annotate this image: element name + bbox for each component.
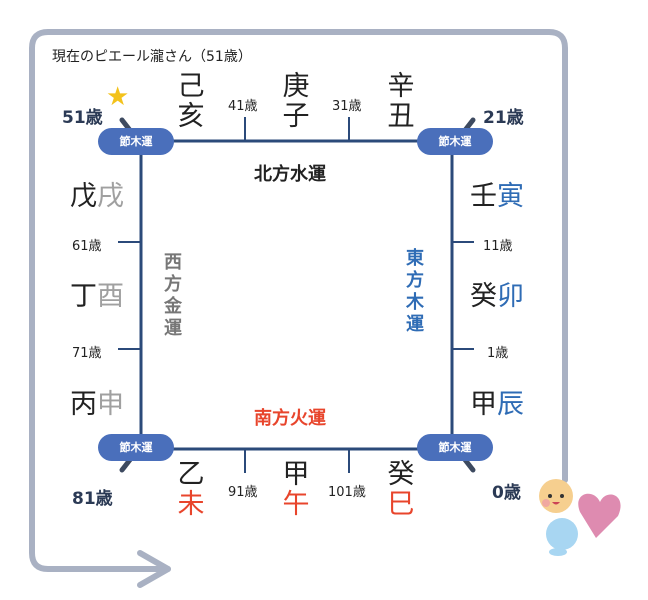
pillar-top-2: 庚子 xyxy=(282,71,310,132)
age-0: 0歳 xyxy=(492,483,521,503)
age-31: 31歳 xyxy=(332,99,362,114)
badge-bottom-right: 節木運 xyxy=(417,434,493,461)
pillar-right-1: 壬寅 xyxy=(470,181,524,212)
east-label: 東方木運 xyxy=(406,248,424,335)
age-91: 91歳 xyxy=(228,485,258,500)
star-icon: ★ xyxy=(106,82,130,112)
age-51: 51歳 xyxy=(62,108,103,128)
pillar-top-3: 辛丑 xyxy=(387,71,415,132)
baby-with-heart-icon xyxy=(539,479,621,556)
arrowhead-icon xyxy=(137,550,171,588)
badge-bottom-left: 節木運 xyxy=(98,434,174,461)
age-81: 81歳 xyxy=(72,489,113,509)
west-label: 西方金運 xyxy=(164,252,182,339)
pillar-right-3: 甲辰 xyxy=(470,389,524,420)
pillar-left-1: 戊戌 xyxy=(70,181,124,212)
outer-cycle-arrow xyxy=(29,29,568,572)
badge-top-right: 節木運 xyxy=(417,128,493,155)
title: 現在のピエール瀧さん（51歳） xyxy=(52,49,252,65)
age-41: 41歳 xyxy=(228,99,258,114)
age-21: 21歳 xyxy=(483,108,524,128)
north-label: 北方水運 xyxy=(254,164,326,185)
age-11: 11歳 xyxy=(483,239,513,254)
pillar-left-2: 丁酉 xyxy=(70,281,124,312)
pillar-top-1: 己亥 xyxy=(177,71,205,132)
age-61: 61歳 xyxy=(72,239,102,254)
pillar-bottom-1: 乙未 xyxy=(177,459,205,520)
badge-top-left: 節木運 xyxy=(98,128,174,155)
south-label: 南方火運 xyxy=(254,408,326,429)
age-101: 101歳 xyxy=(328,485,366,500)
pillar-left-3: 丙申 xyxy=(70,389,124,420)
age-71: 71歳 xyxy=(72,346,102,361)
pillar-right-2: 癸卯 xyxy=(470,281,524,312)
pillar-bottom-2: 甲午 xyxy=(282,459,310,520)
pillar-bottom-3: 癸巳 xyxy=(387,459,415,520)
age-1: 1歳 xyxy=(487,346,509,361)
